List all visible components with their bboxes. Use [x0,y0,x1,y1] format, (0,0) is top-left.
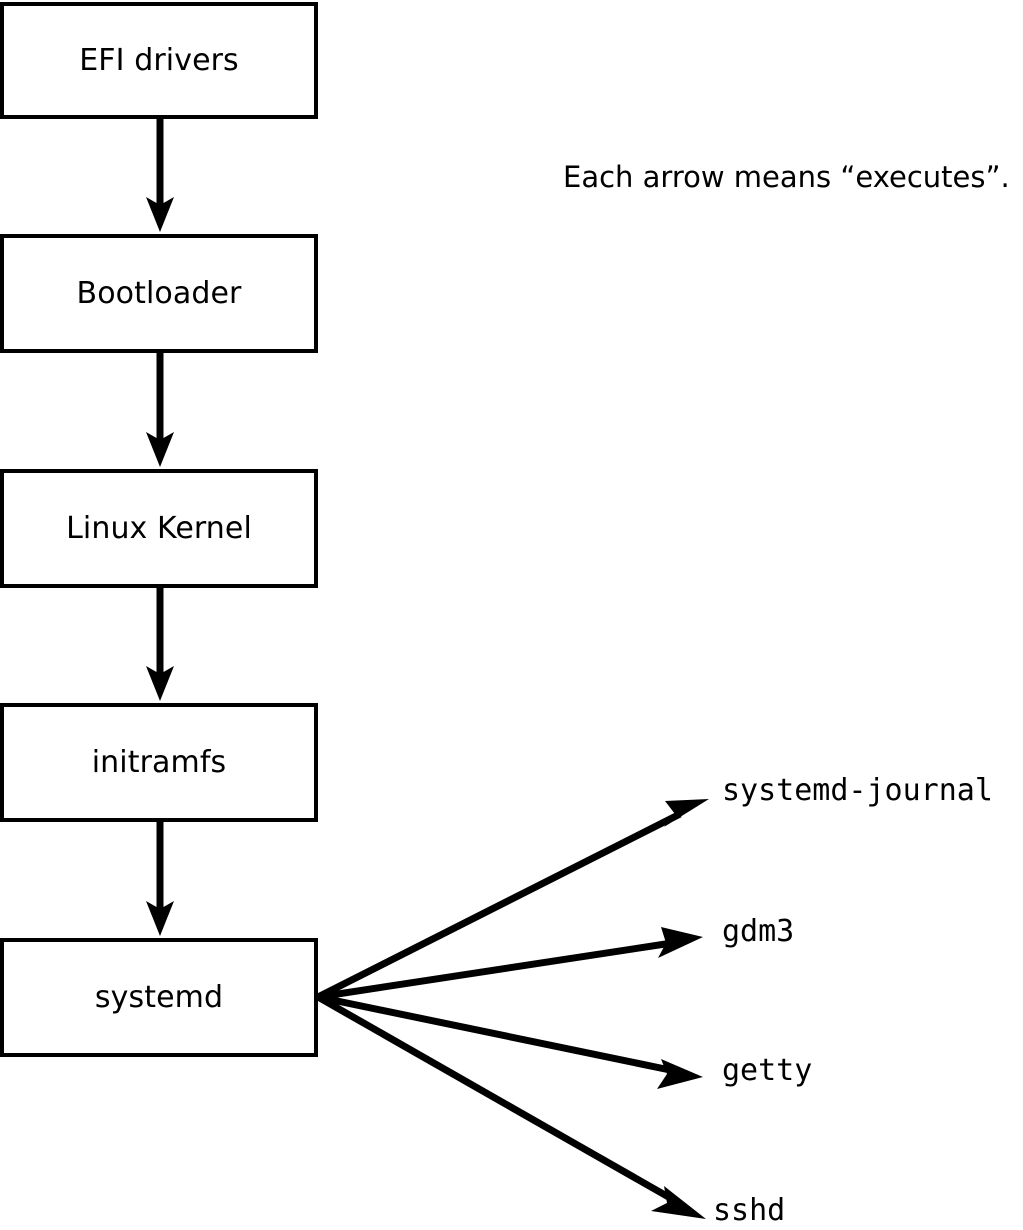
stage-label-linux-kernel: Linux Kernel [66,510,252,546]
stage-label-efi-drivers: EFI drivers [79,42,239,78]
service-label-sshd: sshd [713,1193,786,1228]
service-label-gdm3: gdm3 [722,914,795,949]
stage-box-linux-kernel[interactable]: Linux Kernel [0,469,318,588]
service-label-getty: getty [722,1053,813,1088]
service-label-systemd-journal: systemd-journal [722,773,993,808]
stage-box-systemd[interactable]: systemd [0,938,318,1057]
stage-label-bootloader: Bootloader [76,275,242,311]
arrow-bootloader-to-linux-kernel [146,353,174,467]
stage-label-initramfs: initramfs [91,744,227,780]
arrow-systemd-to-getty [317,993,703,1089]
stage-box-bootloader[interactable]: Bootloader [0,234,318,353]
arrow-linux-kernel-to-initramfs [146,588,174,701]
stage-box-initramfs[interactable]: initramfs [0,703,318,822]
stage-label-systemd: systemd [94,979,224,1015]
arrow-systemd-to-gdm3 [317,927,703,1001]
stage-box-efi-drivers[interactable]: EFI drivers [0,2,318,119]
arrow-initramfs-to-systemd [146,822,174,936]
arrow-systemd-to-systemd-journal [316,799,709,1001]
legend-caption: Each arrow means “executes”. [563,160,1010,194]
arrow-efi-drivers-to-bootloader [146,118,174,232]
arrow-systemd-to-sshd [316,993,706,1219]
